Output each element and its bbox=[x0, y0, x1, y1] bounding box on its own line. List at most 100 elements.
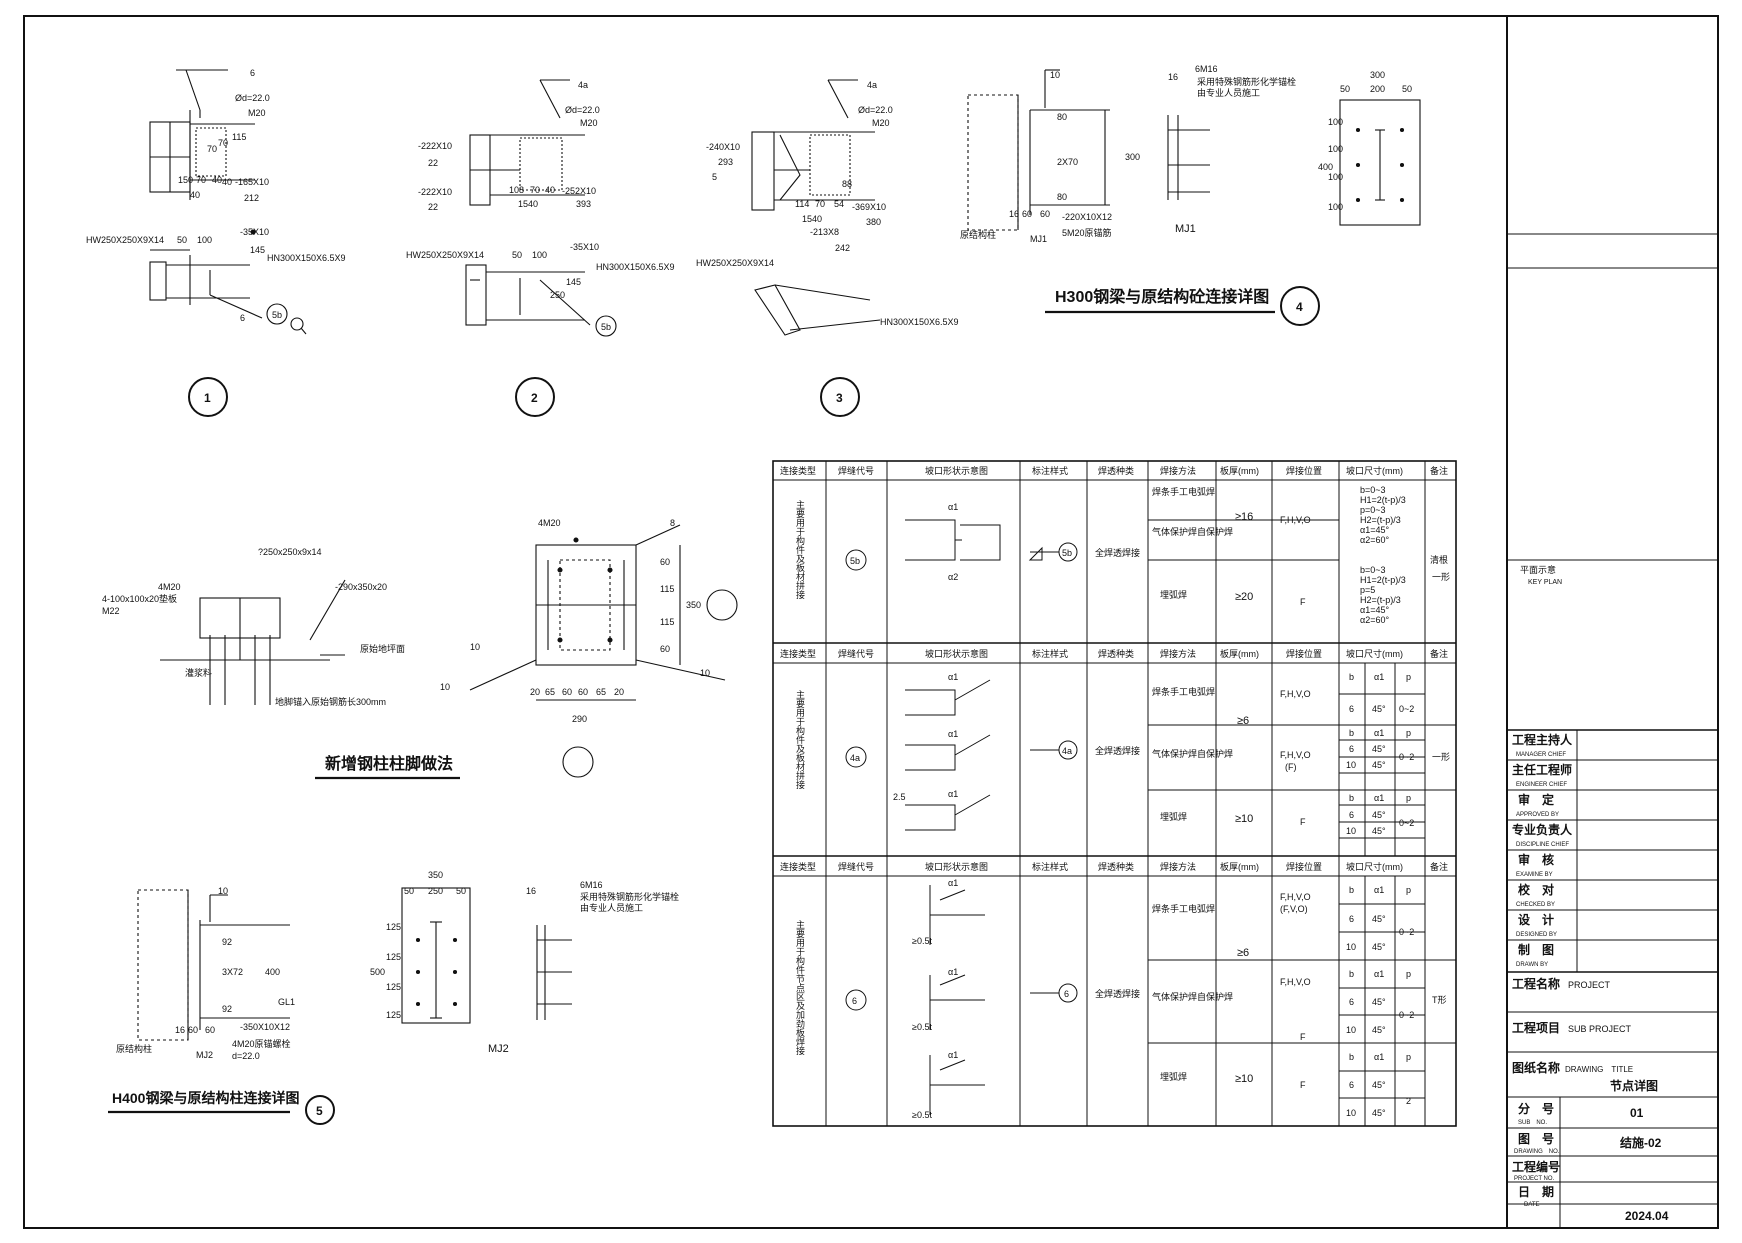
weld-header: 板厚(mm) bbox=[1220, 648, 1259, 659]
d3-label: 242 bbox=[835, 243, 850, 253]
d2-label: 393 bbox=[576, 199, 591, 209]
weld-position: F bbox=[1300, 817, 1306, 827]
weld-dim: 6 bbox=[1349, 997, 1354, 1007]
weld-dim: 45° bbox=[1372, 1080, 1386, 1090]
weld-dim: 45° bbox=[1372, 704, 1386, 714]
d1-label: 100 bbox=[197, 235, 212, 245]
role-label-en: EXAMINE BY bbox=[1516, 872, 1553, 878]
base-label: 地脚锚入原始钢筋长300mm bbox=[275, 696, 386, 707]
d4-label: 200 bbox=[1370, 84, 1385, 94]
weld-dim: 6 bbox=[1349, 914, 1354, 924]
base-label: 60 bbox=[660, 557, 670, 567]
d5-label: 92 bbox=[222, 1004, 232, 1014]
project-label-en: PROJECT bbox=[1568, 980, 1611, 990]
d5-label: 原结构柱 bbox=[116, 1043, 152, 1054]
role-label-en: CHECKED BY bbox=[1516, 902, 1555, 908]
weld-dim: H1=2(t-p)/3 bbox=[1360, 575, 1406, 585]
base-label: -290x350x20 bbox=[335, 582, 387, 592]
detail-1-labels: 6 Ød=22.0 M20 115 70 70 40 -165X10 150 7… bbox=[86, 68, 346, 405]
detail-2-labels: 4a Ød=22.0 M20 -222X10 22 -222X10 22 108… bbox=[406, 80, 675, 405]
weld-remark: 一形 bbox=[1432, 751, 1450, 762]
weld-position: F,H,V,O bbox=[1280, 689, 1311, 699]
weld-dim: 2 bbox=[1406, 1096, 1411, 1106]
weld-dim: b bbox=[1349, 1052, 1354, 1062]
weld-header: 板厚(mm) bbox=[1220, 861, 1259, 872]
column-base-title: 新增钢柱柱脚做法 bbox=[325, 754, 453, 773]
detail-4-number: 4 bbox=[1296, 300, 1303, 314]
weld-header: 焊透种类 bbox=[1098, 648, 1134, 659]
d3-label: 293 bbox=[718, 157, 733, 167]
weld-type: 主要用于构件及板材拼接 bbox=[795, 689, 805, 790]
d4-label: 由专业人员施工 bbox=[1197, 87, 1260, 98]
d3-label: -369X10 bbox=[852, 202, 886, 212]
weld-dim: 0~2 bbox=[1399, 927, 1414, 937]
d3-label: HW250X250X9X14 bbox=[696, 258, 774, 268]
date-label: 日 期 bbox=[1518, 1184, 1554, 1199]
drawing-title-label-en: DRAWING TITLE bbox=[1565, 1065, 1633, 1074]
d1-label: -165X10 bbox=[235, 177, 269, 187]
weld-symbol-code: 4a bbox=[1062, 746, 1072, 756]
weld-type: 主要用于构件节点区及加劲板焊接 bbox=[795, 919, 805, 1056]
drawing-no-label: 图 号 bbox=[1518, 1131, 1554, 1146]
d4-label: 100 bbox=[1328, 172, 1343, 182]
weld-sketch-label: ≥0.5t bbox=[912, 936, 932, 946]
base-label: 灌浆料 bbox=[185, 667, 212, 678]
d5-label: GL1 bbox=[278, 997, 295, 1007]
weld-table bbox=[772, 460, 1457, 1127]
weld-dim: 0~2 bbox=[1399, 752, 1414, 762]
weld-header: 备注 bbox=[1430, 648, 1448, 659]
d1-label: Ød=22.0 bbox=[235, 93, 270, 103]
weld-sketch-label: α1 bbox=[948, 672, 958, 682]
weld-header: 备注 bbox=[1430, 465, 1448, 476]
weld-dim: 0~2 bbox=[1399, 704, 1414, 714]
weld-method: 气体保护焊自保护焊 bbox=[1152, 748, 1233, 759]
d4-label: 50 bbox=[1340, 84, 1350, 94]
d3-label: M20 bbox=[872, 118, 890, 128]
weld-dim: α1 bbox=[1374, 885, 1384, 895]
d2-label: 22 bbox=[428, 158, 438, 168]
weld-method: 埋弧焊 bbox=[1160, 589, 1187, 600]
d4-label: -220X10X12 bbox=[1062, 212, 1112, 222]
detail-4 bbox=[967, 69, 1421, 326]
d1-label: 40 bbox=[190, 190, 200, 200]
d1-label: HN300X150X6.5X9 bbox=[267, 253, 346, 263]
sub-project-label: 工程项目 bbox=[1512, 1020, 1560, 1035]
weld-dim: p bbox=[1406, 672, 1411, 682]
weld-dim: α1 bbox=[1374, 728, 1384, 738]
weld-remark: 一形 bbox=[1432, 571, 1450, 582]
d4-label: 60 bbox=[1022, 209, 1032, 219]
d2-label: 250 bbox=[550, 290, 565, 300]
weld-dim: 45° bbox=[1372, 744, 1386, 754]
base-label: 4M20 bbox=[158, 582, 181, 592]
weld-dim: 10 bbox=[1346, 942, 1356, 952]
d5-label: 3X72 bbox=[222, 967, 243, 977]
weld-thickness: ≥6 bbox=[1237, 715, 1249, 727]
weld-sketch-label: α1 bbox=[948, 789, 958, 799]
sub-no: 01 bbox=[1630, 1106, 1644, 1120]
weld-dim: 6 bbox=[1349, 810, 1354, 820]
d4-label: 60 bbox=[1040, 209, 1050, 219]
title-block bbox=[1507, 233, 1718, 1228]
d5-label: 125 bbox=[386, 922, 401, 932]
detail-5-number: 5 bbox=[316, 1104, 323, 1118]
weld-code: 4a bbox=[850, 753, 860, 763]
weld-header: 连接类型 bbox=[780, 861, 816, 872]
d5-label: 10 bbox=[218, 886, 228, 896]
sub-no-label: 分 号 bbox=[1518, 1101, 1554, 1116]
role-label: 工程主持人 bbox=[1512, 732, 1573, 747]
weld-header: 焊接方法 bbox=[1160, 861, 1196, 872]
weld-dim: 45° bbox=[1372, 942, 1386, 952]
d1-label: 145 bbox=[250, 245, 265, 255]
d5-label: 250 bbox=[428, 886, 443, 896]
d4-label: MJ1 bbox=[1175, 223, 1196, 235]
base-label: 60 bbox=[578, 687, 588, 697]
weld-header: 焊接位置 bbox=[1286, 465, 1322, 476]
base-label: ?250x250x9x14 bbox=[258, 547, 322, 557]
weld-position: (F) bbox=[1285, 762, 1297, 772]
weld-dim: 45° bbox=[1372, 810, 1386, 820]
d5-label: 16 bbox=[526, 886, 536, 896]
weld-method: 气体保护焊自保护焊 bbox=[1152, 526, 1233, 537]
weld-dim: α1=45° bbox=[1360, 605, 1389, 615]
d1-label: -35X10 bbox=[240, 227, 269, 237]
d4-label: 16 bbox=[1168, 72, 1178, 82]
